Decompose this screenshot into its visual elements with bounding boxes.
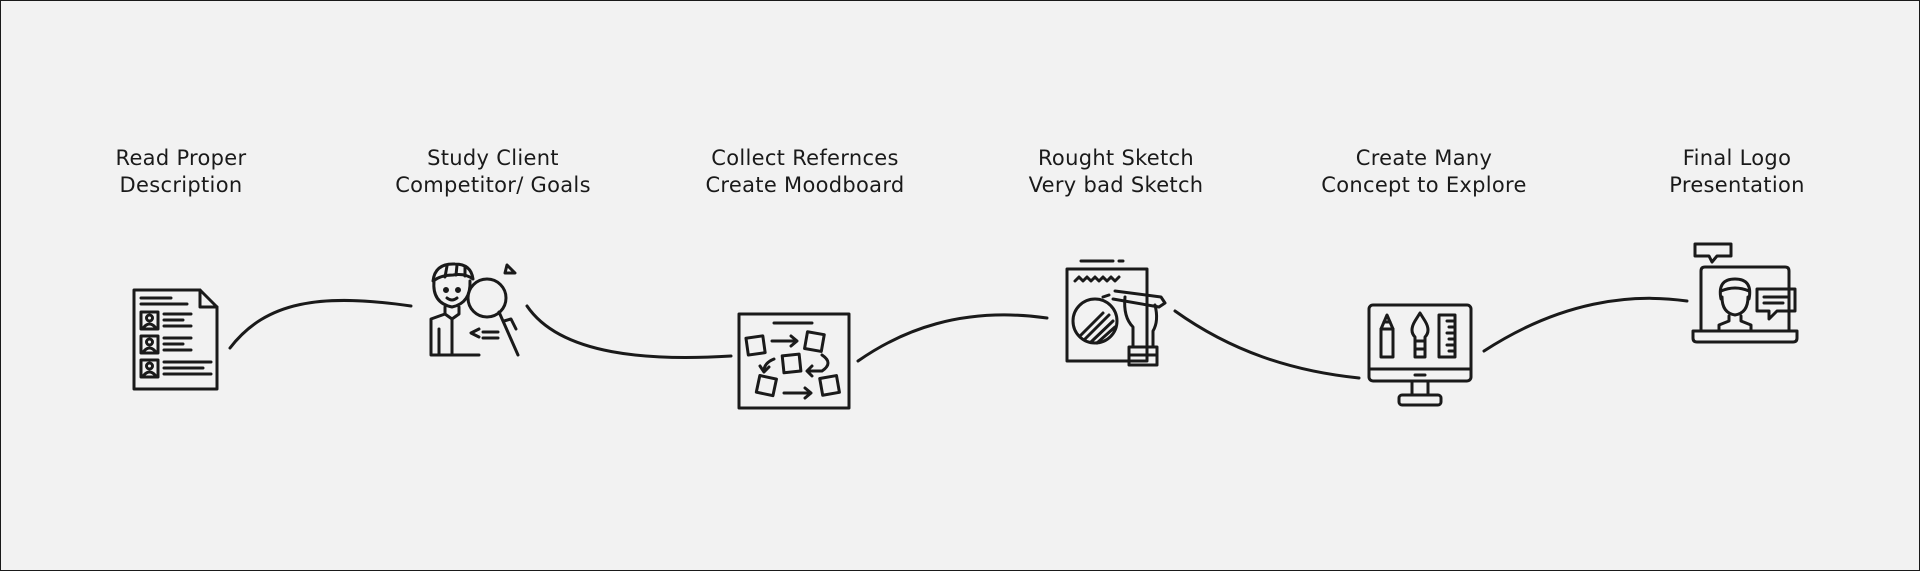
step-label: Read Proper Description	[51, 145, 311, 199]
connector-5-6	[1482, 296, 1689, 353]
moodboard-icon	[737, 312, 851, 410]
step-create-concepts: Create Many Concept to Explore	[1294, 1, 1554, 570]
connector-3-4	[856, 313, 1049, 363]
step-rough-sketch: Rought Sketch Very bad Sketch	[986, 1, 1246, 570]
document-profiles-icon	[132, 288, 219, 391]
step-label-line1: Create Many	[1355, 146, 1493, 170]
step-label-line1: Read Proper	[115, 146, 247, 170]
connector-4-5	[1173, 309, 1361, 380]
step-label-line2: Create Moodboard	[705, 173, 905, 197]
step-label-line2: Very bad Sketch	[1028, 173, 1204, 197]
step-label-line1: Collect Refernces	[711, 146, 899, 170]
step-label: Create Many Concept to Explore	[1294, 145, 1554, 199]
step-label: Study Client Competitor/ Goals	[363, 145, 623, 199]
connector-1-2	[228, 298, 413, 350]
hand-sketch-icon	[1065, 259, 1167, 367]
step-label: Final Logo Presentation	[1607, 145, 1867, 199]
connector-2-3	[525, 304, 733, 360]
step-label-line2: Presentation	[1669, 173, 1805, 197]
monitor-art-tools-icon	[1367, 303, 1473, 407]
step-study-client: Study Client Competitor/ Goals	[363, 1, 623, 570]
person-magnifier-icon	[429, 262, 520, 357]
laptop-presentation-icon	[1691, 242, 1799, 344]
step-label: Collect Refernces Create Moodboard	[675, 145, 935, 199]
step-label-line2: Concept to Explore	[1321, 173, 1527, 197]
step-label-line2: Description	[119, 173, 243, 197]
step-collect-references: Collect Refernces Create Moodboard	[675, 1, 935, 570]
step-label-line2: Competitor/ Goals	[395, 173, 591, 197]
step-read-description: Read Proper Description	[51, 1, 311, 570]
step-label: Rought Sketch Very bad Sketch	[986, 145, 1246, 199]
step-final-presentation: Final Logo Presentation	[1607, 1, 1867, 570]
step-label-line1: Study Client	[427, 146, 559, 170]
step-label-line1: Rought Sketch	[1037, 146, 1194, 170]
step-label-line1: Final Logo	[1682, 146, 1792, 170]
